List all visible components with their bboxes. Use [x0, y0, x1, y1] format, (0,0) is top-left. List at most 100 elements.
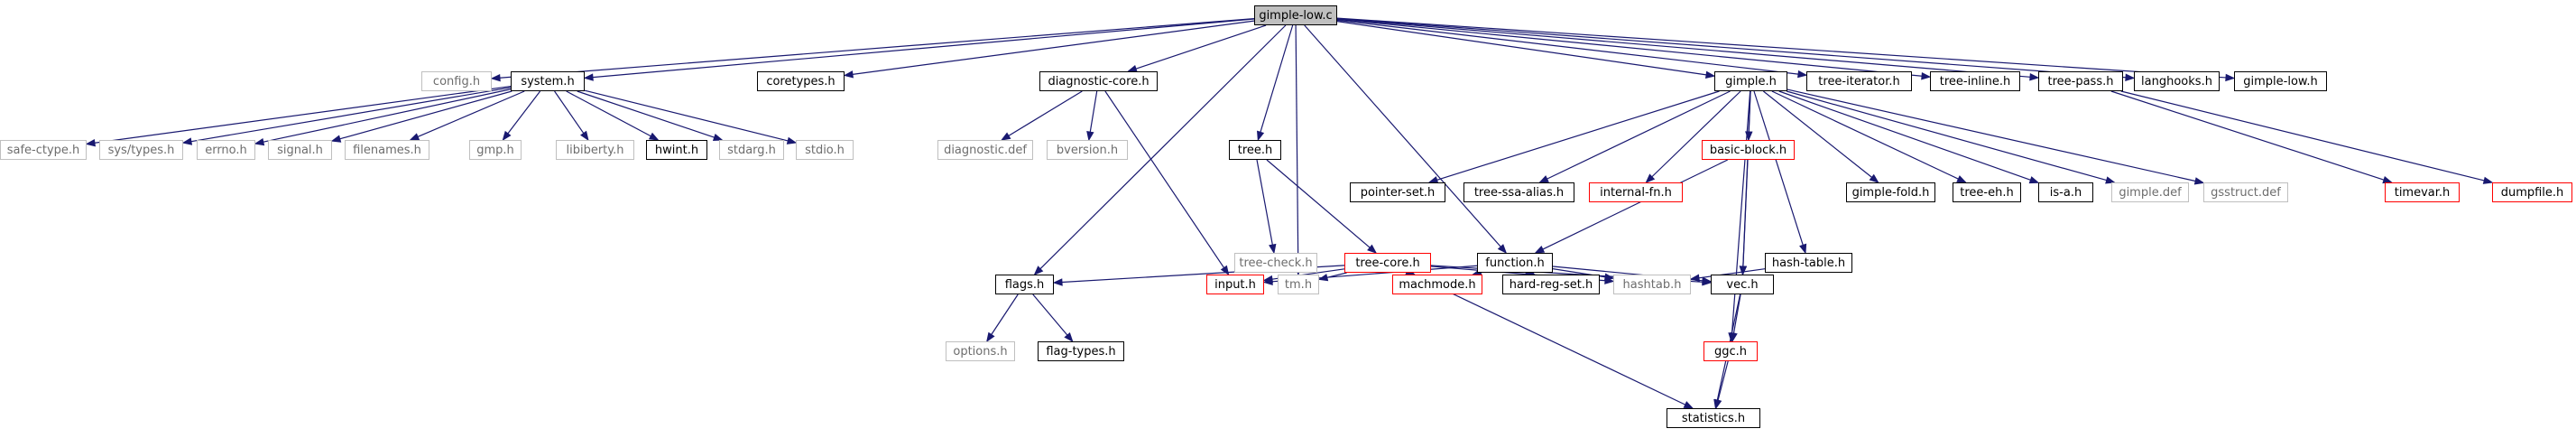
edge-gimple-low-c-to-tree-iterator-h — [1336, 19, 1799, 75]
node-diagnostic-core-h[interactable]: diagnostic-core.h — [1039, 71, 1158, 91]
arrowhead-tree-pass-h-to-dumpfile-h — [2482, 176, 2494, 184]
node-gimple-low-c[interactable]: gimple-low.c — [1254, 5, 1337, 25]
node-tree-h[interactable]: tree.h — [1229, 140, 1281, 160]
node-basic-block-h[interactable]: basic-block.h — [1702, 140, 1795, 160]
edge-system-h-to-stdarg-h — [577, 90, 715, 138]
node-flag-types-h[interactable]: flag-types.h — [1038, 341, 1124, 361]
edge-diagnostic-core-h-to-diagnostic-def — [1008, 90, 1083, 136]
node-gimple-h[interactable]: gimple.h — [1714, 71, 1787, 91]
arrowhead-system-h-to-stdarg-h — [712, 133, 724, 141]
node-filenames-h[interactable]: filenames.h — [345, 140, 429, 160]
node-libiberty-h[interactable]: libiberty.h — [556, 140, 634, 160]
node-internal-fn-h[interactable]: internal-fn.h — [1589, 182, 1683, 202]
node-hash-table-h[interactable]: hash-table.h — [1765, 253, 1852, 273]
node-stdarg-h[interactable]: stdarg.h — [719, 140, 784, 160]
node-sys-types-h[interactable]: sys/types.h — [99, 140, 183, 160]
edge-hash-table-h-to-hashtab-h — [1698, 268, 1766, 279]
node-function-h[interactable]: function.h — [1477, 253, 1553, 273]
edge-gimple-low-c-to-tree-pass-h — [1336, 18, 2031, 78]
edge-gimple-h-to-internal-fn-h — [1651, 90, 1741, 178]
arrowhead-tree-h-to-tree-core-h — [1367, 244, 1378, 254]
node-system-h[interactable]: system.h — [511, 71, 585, 91]
edge-system-h-to-safe-ctype-h — [94, 85, 512, 144]
edge-gimple-low-c-to-tree-inline-h — [1336, 18, 1923, 77]
node-vec-h[interactable]: vec.h — [1711, 275, 1774, 294]
arrowhead-gimple-h-to-hash-table-h — [1799, 243, 1807, 255]
node-safe-ctype-h[interactable]: safe-ctype.h — [0, 140, 87, 160]
arrowhead-gimple-low-c-to-gimple-low-h — [2225, 73, 2236, 82]
edge-system-h-to-errno-h — [263, 89, 512, 143]
node-tm-h[interactable]: tm.h — [1278, 275, 1319, 294]
node-config-h[interactable]: config.h — [421, 71, 492, 91]
node-coretypes-h[interactable]: coretypes.h — [757, 71, 845, 91]
node-gimple-def[interactable]: gimple.def — [2111, 182, 2189, 202]
node-hwint-h[interactable]: hwint.h — [646, 140, 707, 160]
node-tree-iterator-h[interactable]: tree-iterator.h — [1806, 71, 1912, 91]
node-gsstruct-def[interactable]: gsstruct.def — [2203, 182, 2288, 202]
node-diagnostic-def[interactable]: diagnostic.def — [937, 140, 1033, 160]
arrowhead-system-h-to-libiberty-h — [580, 130, 589, 142]
arrowhead-flags-h-to-flag-types-h — [1064, 332, 1074, 343]
arrowhead-system-h-to-gmp-h — [502, 130, 512, 142]
arrowhead-gimple-h-to-tree-eh-h — [1956, 175, 1967, 183]
arrowhead-hash-table-h-to-hashtab-h — [1689, 274, 1700, 282]
node-stdio-h[interactable]: stdio.h — [796, 140, 854, 160]
node-gimple-low-h[interactable]: gimple-low.h — [2234, 71, 2327, 91]
arrowhead-tree-h-to-tree-check-h — [1269, 243, 1277, 255]
node-is-a-h[interactable]: is-a.h — [2038, 182, 2093, 202]
arrowhead-diagnostic-core-h-to-input-h — [1220, 265, 1230, 276]
node-options-h[interactable]: options.h — [946, 341, 1015, 361]
edge-gimple-h-to-is-a-h — [1778, 90, 2031, 181]
node-bversion-h[interactable]: bversion.h — [1047, 140, 1128, 160]
node-tree-inline-h[interactable]: tree-inline.h — [1930, 71, 2020, 91]
edge-system-h-to-sys-types-h — [190, 87, 512, 143]
node-signal-h[interactable]: signal.h — [268, 140, 332, 160]
node-langhooks-h[interactable]: langhooks.h — [2134, 71, 2220, 91]
arrowhead-gimple-h-to-internal-fn-h — [1645, 173, 1656, 183]
arrowhead-gimple-h-to-gsstruct-def — [2193, 177, 2205, 185]
edge-gimple-low-c-to-config-h — [499, 18, 1255, 79]
edge-gimple-low-c-to-system-h — [592, 18, 1255, 79]
node-hard-reg-set-h[interactable]: hard-reg-set.h — [1502, 275, 1600, 294]
node-tree-core-h[interactable]: tree-core.h — [1344, 253, 1431, 273]
edge-tree-pass-h-to-timevar-h — [2110, 90, 2385, 181]
arrowhead-gimple-low-c-to-tree-iterator-h — [1797, 70, 1808, 79]
edge-tree-h-to-tree-check-h — [1256, 159, 1273, 246]
edge-diagnostic-core-h-to-input-h — [1104, 90, 1225, 268]
node-errno-h[interactable]: errno.h — [197, 140, 255, 160]
node-statistics-h[interactable]: statistics.h — [1667, 408, 1760, 428]
edge-gimple-h-to-gsstruct-def — [1787, 89, 2196, 182]
node-hashtab-h[interactable]: hashtab.h — [1613, 275, 1691, 294]
node-flags-h[interactable]: flags.h — [995, 275, 1054, 294]
node-tree-ssa-alias-h[interactable]: tree-ssa-alias.h — [1463, 182, 1574, 202]
arrowhead-basic-block-h-to-vec-h — [1739, 266, 1748, 276]
edge-system-h-to-hwint-h — [566, 90, 651, 137]
arrowhead-gimple-low-c-to-langhooks-h — [2125, 73, 2136, 81]
edge-vec-h-to-ggc-h — [1732, 294, 1741, 334]
edge-gimple-low-c-to-tm-h — [1295, 24, 1299, 267]
arrowhead-gimple-low-c-to-system-h — [583, 73, 594, 81]
edge-tree-pass-h-to-dumpfile-h — [2120, 90, 2485, 182]
node-tree-pass-h[interactable]: tree-pass.h — [2038, 71, 2123, 91]
node-input-h[interactable]: input.h — [1206, 275, 1264, 294]
node-gimple-fold-h[interactable]: gimple-fold.h — [1846, 182, 1935, 202]
edge-basic-block-h-to-vec-h — [1742, 159, 1749, 267]
node-ggc-h[interactable]: ggc.h — [1703, 341, 1758, 361]
node-dumpfile-h[interactable]: dumpfile.h — [2492, 182, 2572, 202]
edge-flags-h-to-options-h — [991, 294, 1019, 335]
arrowhead-function-h-to-input-h — [1262, 277, 1273, 286]
node-tree-check-h[interactable]: tree-check.h — [1234, 253, 1317, 273]
edge-gimple-h-to-pointer-set-h — [1436, 90, 1720, 181]
node-pointer-set-h[interactable]: pointer-set.h — [1350, 182, 1445, 202]
node-tree-eh-h[interactable]: tree-eh.h — [1953, 182, 2021, 202]
node-machmode-h[interactable]: machmode.h — [1392, 275, 1482, 294]
node-gmp-h[interactable]: gmp.h — [469, 140, 522, 160]
arrowhead-diagnostic-core-h-to-bversion-h — [1086, 130, 1094, 142]
node-timevar-h[interactable]: timevar.h — [2385, 182, 2460, 202]
edge-gimple-low-c-to-diagnostic-core-h — [1135, 24, 1267, 70]
arrowhead-ggc-h-to-statistics-h — [1714, 398, 1722, 410]
edge-gimple-h-to-tree-eh-h — [1771, 90, 1959, 180]
arrowhead-basic-block-h-to-function-h — [1534, 246, 1546, 254]
edge-gimple-low-c-to-langhooks-h — [1336, 17, 2127, 79]
